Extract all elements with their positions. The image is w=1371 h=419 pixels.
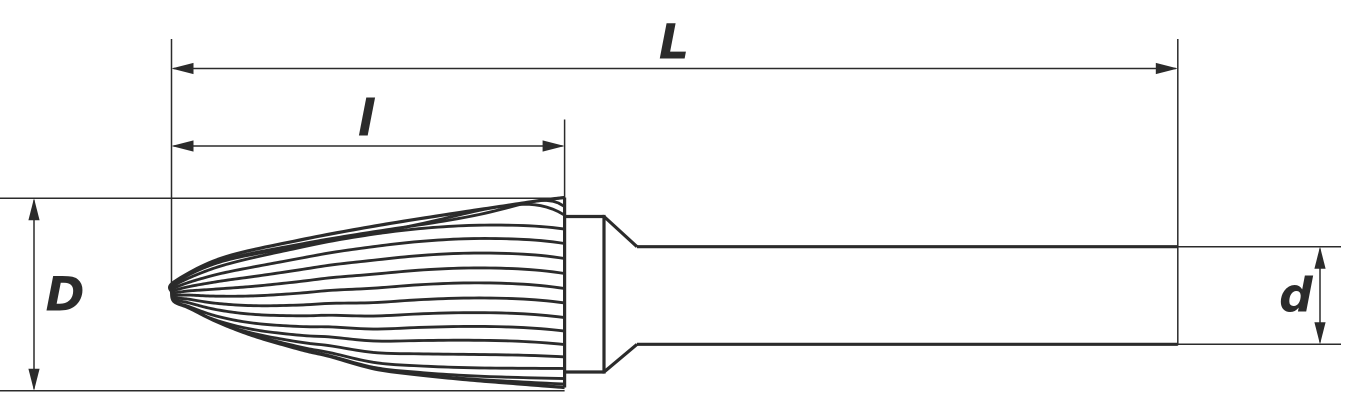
flute-line bbox=[171, 251, 565, 292]
label-cut-length-l: l bbox=[357, 90, 375, 148]
flute-line bbox=[171, 296, 565, 320]
extension-lines bbox=[0, 39, 1341, 392]
burr-body bbox=[168, 195, 1178, 390]
dimension-shank-diameter-arrow-down bbox=[1314, 322, 1326, 345]
dimension-head-diameter-arrow-up bbox=[28, 198, 40, 221]
dimension-cut-length-arrow-left bbox=[171, 140, 194, 152]
flute-line bbox=[171, 298, 565, 370]
dimension-shank-diameter-arrow-up bbox=[1314, 246, 1326, 269]
flute-line bbox=[171, 294, 565, 308]
flute-line bbox=[171, 266, 565, 294]
cone-top bbox=[602, 215, 639, 248]
label-head-diameter-D: D bbox=[45, 268, 84, 323]
flute-line bbox=[171, 237, 565, 290]
cone-bottom bbox=[602, 343, 639, 374]
dimension-lines bbox=[28, 62, 1326, 391]
flute-line bbox=[171, 223, 565, 288]
dimension-overall-length-arrow-left bbox=[171, 62, 194, 75]
flute-line bbox=[171, 281, 565, 298]
dimension-overall-length-arrow-right bbox=[1155, 62, 1178, 75]
burr-head-outline bbox=[168, 195, 566, 390]
flute-line bbox=[171, 298, 565, 346]
dimension-cut-length-arrow-right bbox=[542, 140, 565, 152]
label-shank-diameter-d: d bbox=[1279, 269, 1314, 324]
label-overall-length-L: L bbox=[659, 15, 690, 71]
dimension-head-diameter-arrow-down bbox=[28, 368, 40, 391]
